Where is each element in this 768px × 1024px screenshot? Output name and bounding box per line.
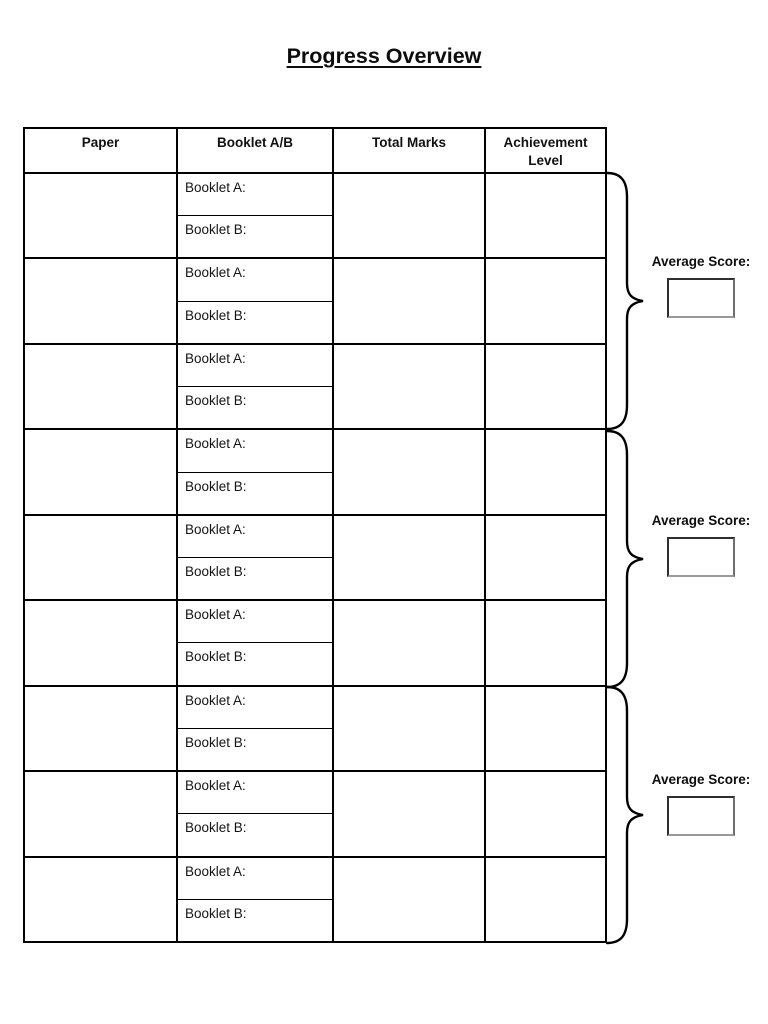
total-marks-cell (334, 344, 486, 429)
table-row: Booklet A: Booklet B: (25, 601, 605, 687)
header-cell-total-marks: Total Marks (334, 129, 486, 172)
booklet-a-label: Booklet A: (178, 772, 332, 815)
paper-cell (25, 174, 178, 258)
booklet-cell: Booklet A: Booklet B: (178, 857, 334, 941)
achievement-level-cell (486, 174, 605, 257)
booklet-a-label: Booklet A: (178, 430, 332, 473)
booklet-b-label: Booklet B: (185, 734, 247, 750)
booklet-b-label: Booklet B: (185, 478, 247, 494)
total-marks-cell (334, 430, 486, 514)
booklet-a-label: Booklet A: (178, 259, 332, 302)
achievement-level-cell (486, 430, 605, 513)
achievement-level-cell (486, 858, 605, 941)
booklet-a-label: Booklet A: (178, 174, 332, 217)
booklet-cell: Booklet A: Booklet B: (178, 515, 334, 600)
total-marks-cell (334, 601, 486, 685)
average-score-label: Average Score: (651, 772, 751, 787)
table-row: Booklet A: Booklet B: (25, 174, 605, 260)
table-row: Booklet A: Booklet B: (25, 686, 605, 773)
table-row: Booklet A: Booklet B: (25, 772, 605, 858)
total-marks-cell (334, 174, 486, 258)
paper-cell (25, 430, 178, 514)
average-score-section: Average Score: (639, 253, 763, 318)
average-score-section: Average Score: (639, 771, 763, 836)
booklet-a-label: Booklet A: (178, 345, 332, 388)
table-row: Booklet A: Booklet B: (25, 344, 605, 431)
achievement-level-cell (486, 516, 605, 599)
average-score-label: Average Score: (651, 513, 751, 528)
table-row: Booklet A: Booklet B: (25, 857, 605, 941)
total-marks-cell (334, 772, 486, 856)
booklet-a-label: Booklet A: (178, 601, 332, 644)
paper-cell (25, 686, 178, 771)
achievement-level-cell (486, 259, 605, 342)
achievement-level-cell (486, 772, 605, 855)
booklet-b-label: Booklet B: (185, 563, 247, 579)
table-header-row: Paper Booklet A/B Total Marks Achievemen… (25, 129, 605, 174)
achievement-level-cell (486, 687, 605, 770)
average-score-box (667, 278, 735, 318)
booklet-b-label: Booklet B: (185, 905, 247, 921)
achievement-level-cell (486, 601, 605, 684)
booklet-a-label: Booklet A: (178, 687, 332, 729)
average-score-section: Average Score: (639, 512, 763, 577)
paper-cell (25, 601, 178, 685)
table-body: Booklet A: Booklet B: Booklet A: Booklet B:… (25, 174, 605, 941)
booklet-cell: Booklet A: Booklet B: (178, 772, 334, 856)
average-score-box (667, 796, 735, 836)
booklet-a-label: Booklet A: (178, 858, 332, 900)
booklet-a-label: Booklet A: (178, 516, 332, 558)
paper-cell (25, 344, 178, 429)
booklet-b-label: Booklet B: (185, 649, 247, 665)
total-marks-cell (334, 515, 486, 600)
paper-cell (25, 772, 178, 856)
table-row: Booklet A: Booklet B: (25, 430, 605, 516)
achievement-level-cell (486, 345, 605, 428)
paper-cell (25, 259, 178, 343)
booklet-cell: Booklet A: Booklet B: (178, 344, 334, 429)
booklet-cell: Booklet A: Booklet B: (178, 601, 334, 685)
total-marks-cell (334, 686, 486, 771)
table-row: Booklet A: Booklet B: (25, 515, 605, 602)
header-cell-booklet: Booklet A/B (178, 129, 334, 172)
booklet-b-label: Booklet B: (185, 222, 247, 238)
booklet-cell: Booklet A: Booklet B: (178, 259, 334, 343)
header-cell-achievement-level: Achievement Level (503, 135, 588, 168)
total-marks-cell (334, 857, 486, 941)
header-cell-paper: Paper (25, 129, 178, 172)
booklet-cell: Booklet A: Booklet B: (178, 686, 334, 771)
average-score-label: Average Score: (651, 254, 751, 269)
booklet-b-label: Booklet B: (185, 820, 247, 836)
page-title: Progress Overview (286, 44, 482, 68)
paper-cell (25, 857, 178, 941)
booklet-b-label: Booklet B: (185, 393, 247, 409)
paper-cell (25, 515, 178, 600)
booklet-cell: Booklet A: Booklet B: (178, 174, 334, 258)
progress-table: Paper Booklet A/B Total Marks Achievemen… (23, 127, 607, 943)
table-row: Booklet A: Booklet B: (25, 259, 605, 345)
booklet-b-label: Booklet B: (185, 307, 247, 323)
total-marks-cell (334, 259, 486, 343)
average-score-box (667, 537, 735, 577)
booklet-cell: Booklet A: Booklet B: (178, 430, 334, 514)
